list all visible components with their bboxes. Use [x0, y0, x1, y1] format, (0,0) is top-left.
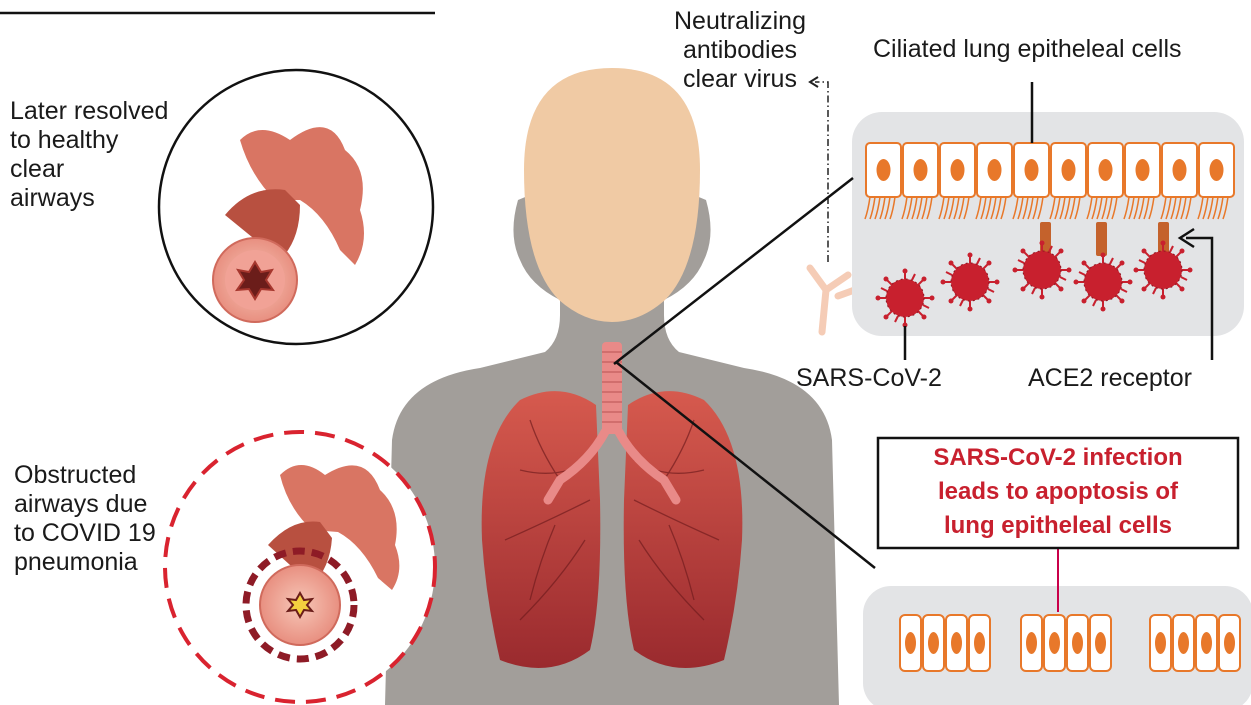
- ciliated-label: Ciliated lung epitheleal cells: [873, 35, 1182, 64]
- neutralizing-label: Neutralizing antibodies clear virus: [662, 7, 818, 94]
- neutralizing-arrow: [810, 77, 828, 262]
- ace2-label: ACE2 receptor: [1028, 364, 1192, 393]
- head: [524, 68, 700, 322]
- obstructed-label: Obstructed airways due to COVID 19 pneum…: [14, 461, 156, 577]
- apoptotic-cell-groups: [900, 615, 1240, 671]
- later-resolved-label: Later resolved to healthy clear airways: [10, 97, 168, 213]
- sars-label: SARS-CoV-2: [796, 364, 942, 393]
- infection-label: SARS-CoV-2 infection leads to apoptosis …: [878, 441, 1238, 543]
